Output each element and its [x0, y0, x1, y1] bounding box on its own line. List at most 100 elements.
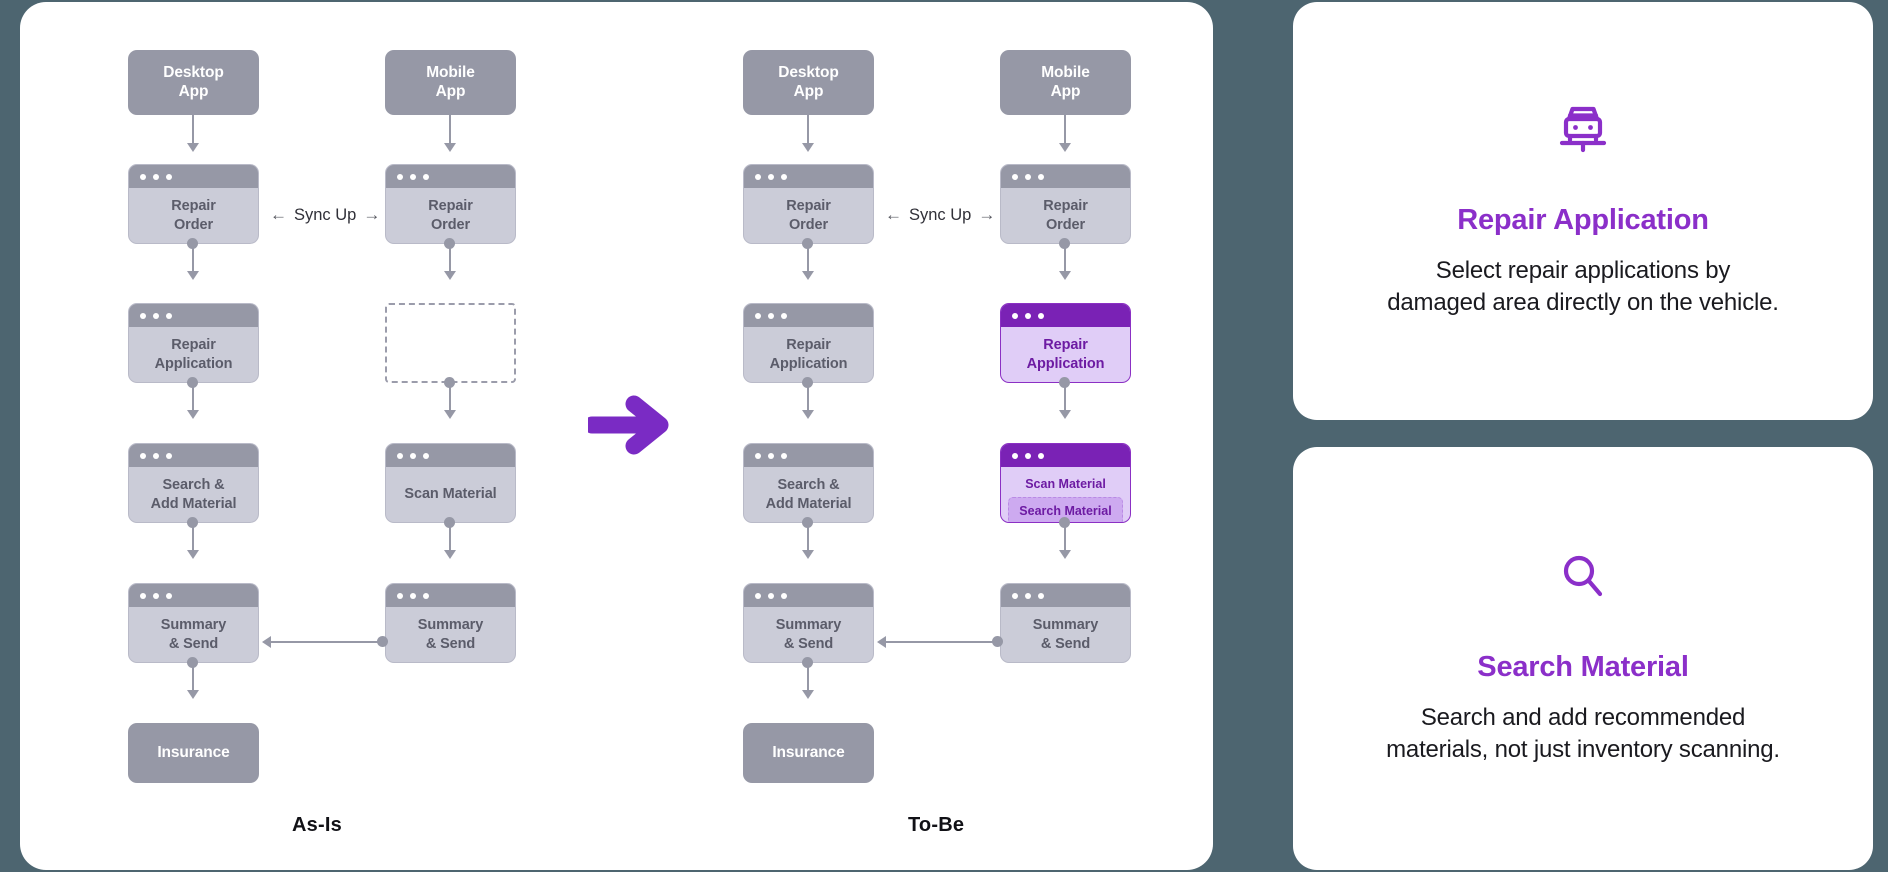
arrow-left-icon: ← [270, 205, 287, 224]
search-icon [1560, 552, 1606, 607]
window-dot-icon [1025, 312, 1031, 319]
window-titlebar [386, 584, 515, 607]
window-body: Summary& Send [744, 607, 873, 662]
window-dot-icon [410, 592, 416, 599]
arrow-head-icon [802, 550, 814, 559]
window-dot-icon [153, 312, 159, 319]
feature-card-search-material[interactable]: Search Material Search and add recommend… [1293, 447, 1873, 870]
arrow-head-icon [802, 410, 814, 419]
connector-line [449, 115, 451, 148]
arrow-head-icon [802, 143, 814, 152]
window-dot-icon [153, 173, 159, 180]
connector-line [449, 382, 451, 415]
arrow-right-icon: → [978, 205, 996, 224]
window-titlebar [129, 444, 258, 467]
arrow-head-icon [444, 271, 456, 280]
window-body: Scan Material [386, 467, 515, 522]
window-dot-icon [1012, 312, 1018, 319]
transition-arrow-right-icon [583, 394, 672, 461]
window-dot-icon [140, 312, 146, 319]
window-dot-icon [140, 452, 146, 459]
window-titlebar [129, 304, 258, 327]
window-titlebar [129, 584, 258, 607]
window-dot-icon [166, 592, 172, 599]
connector-line [449, 522, 451, 555]
window-body: Summary& Send [386, 607, 515, 662]
window-body: Summary& Send [129, 607, 258, 662]
arrow-head-icon [444, 410, 456, 419]
to-be-mobile-step-summary-send[interactable]: Summary& Send [1000, 583, 1131, 663]
connector-line [192, 662, 194, 695]
window-dot-icon [397, 173, 403, 180]
sync-text: Sync Up [294, 205, 357, 224]
node-label: Scan Material [404, 486, 497, 503]
as-is-mobile-step-scan-material[interactable]: Scan Material [385, 443, 516, 523]
connector-line [807, 243, 809, 276]
scan-material-label: Scan Material [1025, 477, 1106, 491]
node-label: Insurance [772, 743, 845, 761]
connector-line [268, 641, 381, 643]
window-dot-icon [1012, 592, 1018, 599]
arrow-head-icon [1059, 271, 1071, 280]
window-dot-icon [423, 592, 429, 599]
as-is-desktop-terminal-insurance[interactable]: Insurance [128, 723, 259, 783]
window-body: Scan Material Search Material [1001, 467, 1130, 522]
window-dot-icon [768, 173, 774, 180]
window-dot-icon [1038, 592, 1044, 599]
window-titlebar [744, 444, 873, 467]
window-dot-icon [755, 173, 761, 180]
connector-line [192, 522, 194, 555]
as-is-desktop-step-summary-send[interactable]: Summary& Send [128, 583, 259, 663]
arrow-right-icon: → [363, 205, 381, 224]
arrow-head-icon [802, 690, 814, 699]
to-be-desktop-step-search-add-material[interactable]: Search &Add Material [743, 443, 874, 523]
window-dot-icon [1038, 173, 1044, 180]
window-dot-icon [781, 173, 787, 180]
connector-line [807, 522, 809, 555]
as-is-mobile-step-summary-send[interactable]: Summary& Send [385, 583, 516, 663]
window-dot-icon [1012, 452, 1018, 459]
window-dot-icon [1025, 173, 1031, 180]
window-body: Search &Add Material [129, 467, 258, 522]
window-body: Search &Add Material [744, 467, 873, 522]
to-be-desktop-terminal-insurance[interactable]: Insurance [743, 723, 874, 783]
node-label: Insurance [157, 743, 230, 761]
window-dot-icon [410, 452, 416, 459]
window-titlebar [1001, 165, 1130, 188]
window-dot-icon [166, 452, 172, 459]
window-dot-icon [1025, 452, 1031, 459]
feature-title: Search Material [1477, 650, 1689, 683]
connector-dot [377, 636, 388, 647]
as-is-desktop-step-search-add-material[interactable]: Search &Add Material [128, 443, 259, 523]
window-dot-icon [1012, 173, 1018, 180]
to-be-sync-up-label: ← Sync Up → [885, 205, 995, 225]
arrow-head-icon [187, 690, 199, 699]
to-be-mobile-step-scan-search-material[interactable]: Scan Material Search Material [1000, 443, 1131, 523]
as-is-sync-up-label: ← Sync Up → [270, 205, 380, 225]
window-dot-icon [768, 452, 774, 459]
as-is-mobile-step-missing-placeholder [385, 303, 516, 383]
window-titlebar [1001, 444, 1130, 467]
to-be-desktop-step-summary-send[interactable]: Summary& Send [743, 583, 874, 663]
feature-card-repair-application[interactable]: Repair Application Select repair applica… [1293, 2, 1873, 420]
